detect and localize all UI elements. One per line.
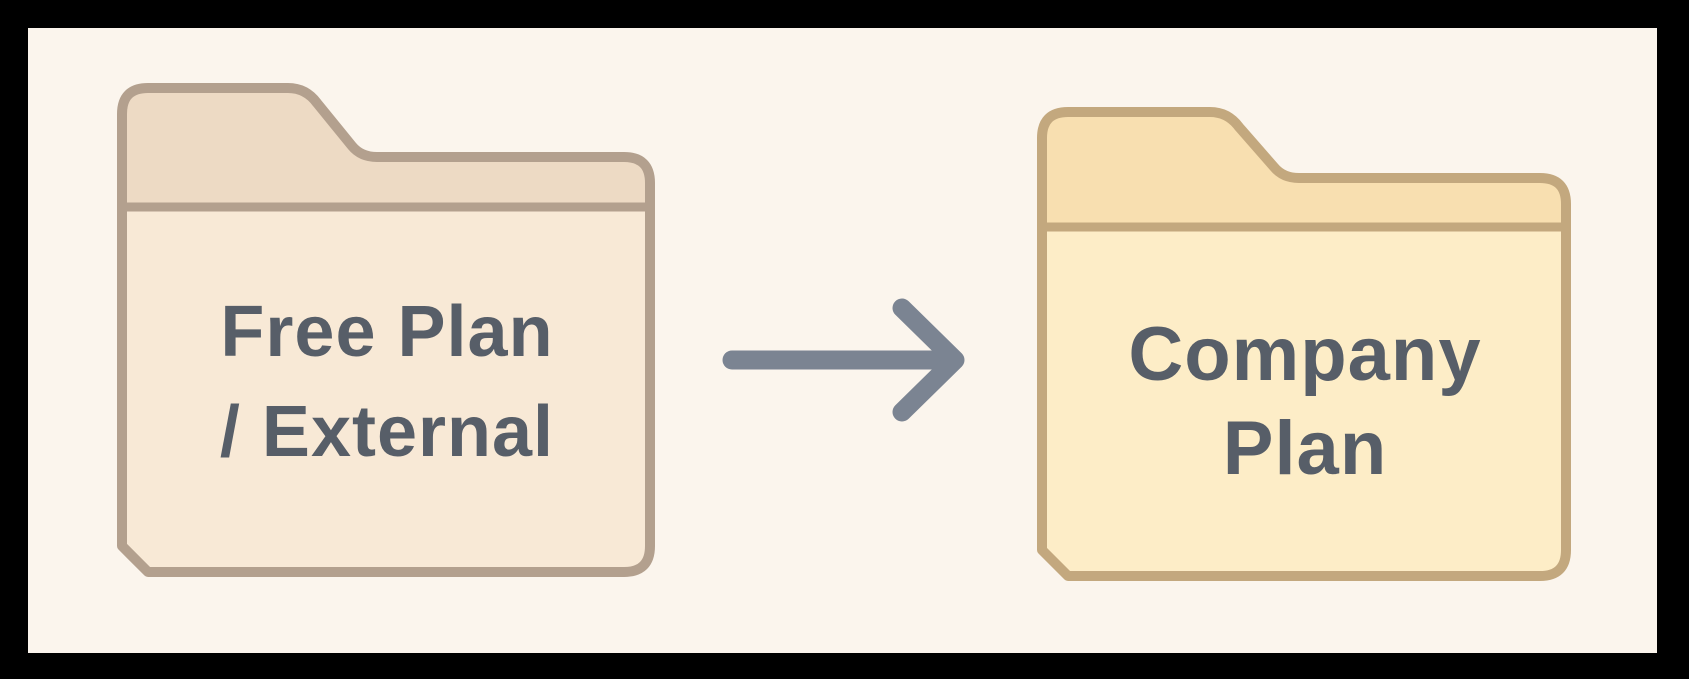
target-folder-outline — [1037, 107, 1571, 581]
source-folder-label-line2: / External — [220, 392, 554, 472]
target-folder-tab — [1042, 112, 1566, 227]
target-folder-label-line2: Plan — [1223, 406, 1388, 491]
source-folder-tab — [122, 88, 650, 207]
source-folder-outline — [117, 83, 655, 577]
source-folder: Free Plan / External — [117, 83, 655, 577]
arrow-right-icon — [722, 298, 965, 422]
source-folder-label-line1: Free Plan — [220, 292, 553, 372]
arrow-head — [892, 298, 965, 422]
target-folder-label-line1: Company — [1128, 312, 1481, 397]
target-folder: Company Plan — [1037, 107, 1571, 581]
